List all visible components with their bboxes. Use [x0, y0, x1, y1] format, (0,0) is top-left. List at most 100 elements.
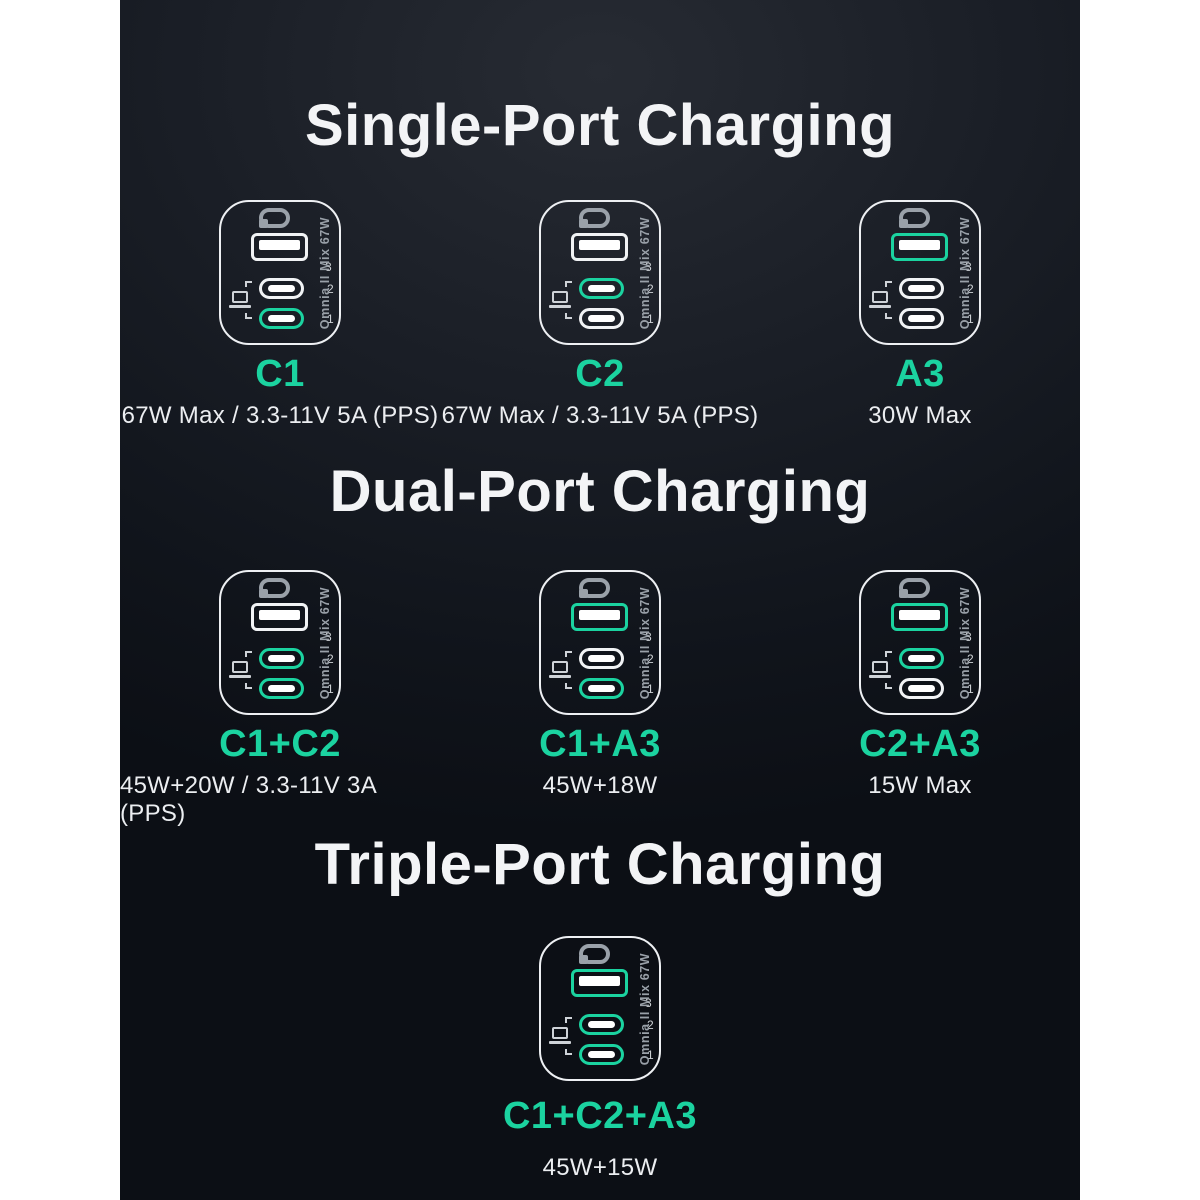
charger-illustration: 3 2 1 Omnia II Mix 67W: [539, 570, 661, 715]
laptop-base-icon: [869, 675, 891, 678]
port-number-1: 1: [647, 1048, 654, 1062]
usb-c-port-1: [259, 308, 304, 329]
usb-c-pin: [588, 315, 615, 322]
usb-c-port-1: [259, 678, 304, 699]
corner-bracket-icon: [245, 651, 252, 657]
model-label-vertical: Omnia II Mix 67W: [638, 952, 652, 1065]
charger-illustration: 3 2 1 Omnia II Mix 67W: [539, 200, 661, 345]
port-combo-label: C1+A3: [539, 723, 661, 765]
charger-figure: 3 2 1 Omnia II Mix 67W C1+A3 45W+18W: [440, 570, 760, 828]
corner-bracket-icon: [565, 281, 572, 287]
corner-bracket-icon: [245, 313, 252, 319]
usb-c-port-2: [899, 278, 944, 299]
model-label-vertical: Omnia II Mix 67W: [958, 586, 972, 699]
usb-a-port-3: [891, 603, 948, 631]
usb-a-tongue: [259, 610, 300, 620]
model-label-vertical: Omnia II Mix 67W: [638, 216, 652, 329]
usb-c-pin: [588, 1021, 615, 1028]
port-number-2: 2: [327, 652, 334, 666]
usb-a-tongue: [899, 240, 940, 250]
usb-c-pin: [268, 685, 295, 692]
laptop-icon: [552, 1027, 568, 1039]
usb-a-port-3: [571, 233, 628, 261]
port-number-3: 3: [325, 260, 332, 274]
corner-bracket-icon: [245, 281, 252, 287]
infographic-panel: Single-Port Charging 3 2 1 Omnia II Mix …: [120, 0, 1080, 1200]
port-combo-label: C2: [575, 353, 625, 395]
port-number-1: 1: [647, 682, 654, 696]
laptop-base-icon: [549, 305, 571, 308]
usb-a-port-3: [571, 603, 628, 631]
power-spec: 15W Max: [868, 772, 972, 799]
laptop-base-icon: [549, 1041, 571, 1044]
port-number-1: 1: [967, 312, 974, 326]
usb-c-pin: [908, 285, 935, 292]
corner-bracket-icon: [565, 683, 572, 689]
usb-c-plug-icon: [259, 208, 290, 228]
charger-illustration: 3 2 1 Omnia II Mix 67W: [859, 570, 981, 715]
laptop-icon: [552, 291, 568, 303]
laptop-icon: [552, 661, 568, 673]
charger-figure: 3 2 1 Omnia II Mix 67W C2 67W Max / 3.3-…: [440, 200, 760, 430]
usb-c-pin: [268, 285, 295, 292]
single-port-row: 3 2 1 Omnia II Mix 67W C1 67W Max / 3.3-…: [120, 200, 1080, 430]
usb-a-port-3: [571, 969, 628, 997]
port-number-1: 1: [327, 312, 334, 326]
usb-c-port-1: [579, 1044, 624, 1065]
laptop-base-icon: [229, 675, 251, 678]
usb-a-tongue: [899, 610, 940, 620]
usb-c-port-1: [899, 308, 944, 329]
port-number-2: 2: [967, 652, 974, 666]
port-number-2: 2: [327, 282, 334, 296]
charger-illustration: 3 2 1 Omnia II Mix 67W: [219, 200, 341, 345]
power-spec: 67W Max / 3.3-11V 5A (PPS): [441, 402, 759, 429]
laptop-base-icon: [869, 305, 891, 308]
corner-bracket-icon: [885, 313, 892, 319]
usb-c-pin: [268, 315, 295, 322]
usb-c-plug-icon: [259, 578, 290, 598]
laptop-icon: [872, 661, 888, 673]
corner-bracket-icon: [565, 313, 572, 319]
usb-c-port-2: [899, 648, 944, 669]
power-spec: 45W+15W: [542, 1154, 658, 1181]
usb-c-pin: [908, 685, 935, 692]
port-number-1: 1: [647, 312, 654, 326]
usb-c-pin: [588, 685, 615, 692]
corner-bracket-icon: [565, 1049, 572, 1055]
charger-figure: 3 2 1 Omnia II Mix 67W A3 30W Max: [760, 200, 1080, 430]
usb-a-tongue: [579, 976, 620, 986]
power-spec: 45W+18W: [542, 772, 658, 799]
usb-a-tongue: [579, 240, 620, 250]
power-spec: 45W+20W / 3.3-11V 3A (PPS): [120, 772, 376, 827]
usb-c-port-1: [579, 678, 624, 699]
port-combo-label: C1: [255, 353, 305, 395]
dual-port-row: 3 2 1 Omnia II Mix 67W C1+C2 45W+20W / 3…: [120, 570, 1080, 828]
port-number-2: 2: [647, 282, 654, 296]
usb-a-port-3: [251, 233, 308, 261]
charger-figure: 3 2 1 Omnia II Mix 67W C2+A3 15W Max: [760, 570, 1080, 828]
section-title-triple-port: Triple-Port Charging: [314, 832, 886, 897]
usb-a-tongue: [259, 240, 300, 250]
port-number-3: 3: [645, 260, 652, 274]
usb-c-pin: [268, 655, 295, 662]
port-number-2: 2: [647, 1018, 654, 1032]
usb-c-pin: [588, 655, 615, 662]
charger-figure: 3 2 1 Omnia II Mix 67W C1 67W Max / 3.3-…: [120, 200, 440, 430]
port-combo-label: C1+C2+A3: [502, 1095, 698, 1137]
usb-c-pin: [588, 1051, 615, 1058]
usb-c-port-2: [579, 278, 624, 299]
usb-c-plug-icon: [899, 578, 930, 598]
power-spec: 30W Max: [868, 402, 972, 429]
port-number-3: 3: [965, 630, 972, 644]
port-number-2: 2: [647, 652, 654, 666]
usb-a-tongue: [579, 610, 620, 620]
corner-bracket-icon: [565, 651, 572, 657]
port-number-1: 1: [327, 682, 334, 696]
corner-bracket-icon: [565, 1017, 572, 1023]
port-number-1: 1: [967, 682, 974, 696]
usb-c-port-2: [259, 278, 304, 299]
port-combo-label: C2+A3: [859, 723, 981, 765]
corner-bracket-icon: [885, 651, 892, 657]
usb-c-port-1: [899, 678, 944, 699]
